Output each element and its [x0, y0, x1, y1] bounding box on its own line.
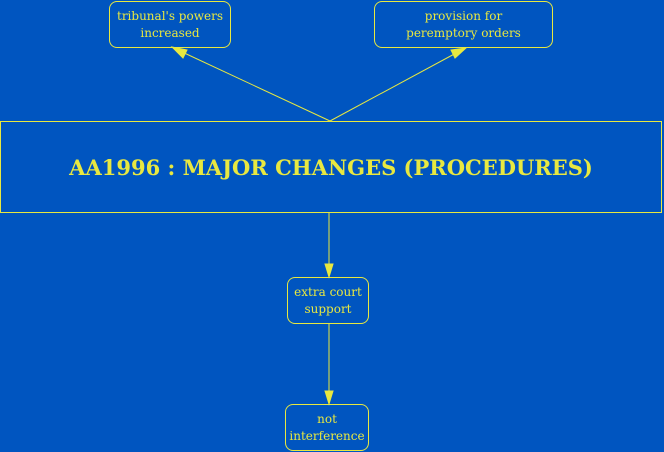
node-court-support-line-1: extra court: [294, 284, 362, 299]
node-tribunal-powers-line-2: increased: [140, 25, 200, 40]
main-topic-title: AA1996 : MAJOR CHANGES (PROCEDURES): [69, 154, 593, 180]
arrowhead-interference: [324, 390, 334, 406]
node-interference: not interference: [285, 404, 369, 451]
node-peremptory-orders-line-2: peremptory orders: [406, 25, 521, 40]
node-tribunal-powers: tribunal's powers increased: [109, 1, 231, 48]
node-interference-line-1: not: [317, 411, 337, 426]
node-peremptory-orders-line-1: provision for: [424, 8, 503, 23]
node-tribunal-powers-line-1: tribunal's powers: [117, 8, 223, 23]
node-court-support: extra court support: [287, 277, 369, 324]
node-interference-line-2: interference: [289, 428, 365, 443]
arrowhead-court-support: [324, 263, 334, 279]
arrowhead-tribunal-powers: [170, 46, 188, 59]
main-topic-box: AA1996 : MAJOR CHANGES (PROCEDURES): [0, 121, 662, 213]
node-peremptory-orders: provision for peremptory orders: [374, 1, 553, 48]
arrow-to-tribunal-powers: [179, 50, 331, 122]
arrow-to-peremptory-orders: [329, 51, 459, 122]
arrowhead-peremptory-orders: [450, 47, 468, 59]
node-court-support-line-2: support: [304, 301, 352, 316]
